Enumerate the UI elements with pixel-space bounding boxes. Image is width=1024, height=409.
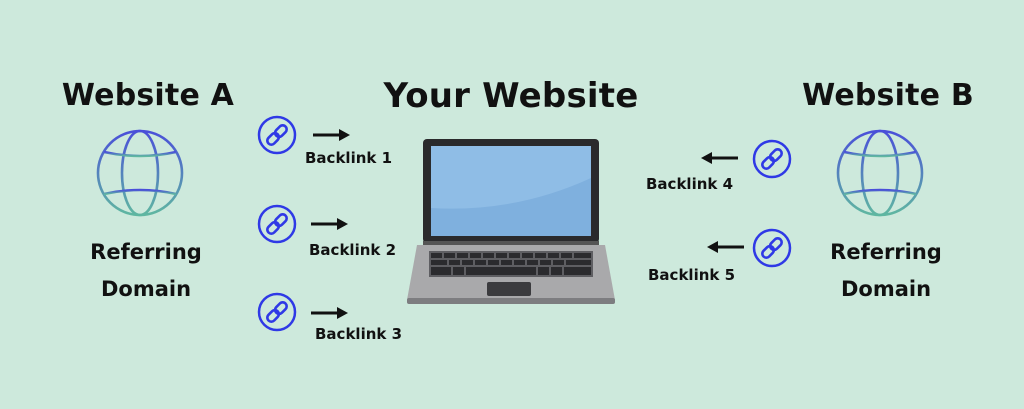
website-a-title: Website A bbox=[61, 78, 235, 113]
link-icon bbox=[752, 228, 792, 268]
arrow-left-icon bbox=[701, 152, 738, 164]
globe-icon bbox=[836, 129, 924, 217]
backlink-2-label: Backlink 2 bbox=[309, 241, 397, 259]
domain-label: Domain bbox=[100, 277, 192, 301]
backlink-5-label: Backlink 5 bbox=[648, 266, 736, 284]
website-a-label: Referring Domain bbox=[66, 234, 226, 308]
arrow-right-icon bbox=[311, 307, 348, 319]
link-icon bbox=[257, 292, 297, 332]
laptop-icon bbox=[407, 139, 615, 304]
arrow-right-icon bbox=[313, 129, 350, 141]
domain-label: Domain bbox=[840, 277, 932, 301]
backlink-1-label: Backlink 1 bbox=[305, 149, 393, 167]
link-icon bbox=[752, 139, 792, 179]
backlink-4-label: Backlink 4 bbox=[646, 175, 734, 193]
main-title: Your Website bbox=[383, 76, 639, 116]
arrow-left-icon bbox=[707, 241, 744, 253]
link-icon bbox=[257, 115, 297, 155]
referring-label: Referring bbox=[90, 240, 202, 264]
link-icon bbox=[257, 204, 297, 244]
referring-label: Referring bbox=[830, 240, 942, 264]
website-b-title: Website B bbox=[802, 78, 974, 113]
arrow-right-icon bbox=[311, 218, 348, 230]
website-b-label: Referring Domain bbox=[806, 234, 966, 308]
backlink-3-label: Backlink 3 bbox=[315, 325, 403, 343]
globe-icon bbox=[96, 129, 184, 217]
